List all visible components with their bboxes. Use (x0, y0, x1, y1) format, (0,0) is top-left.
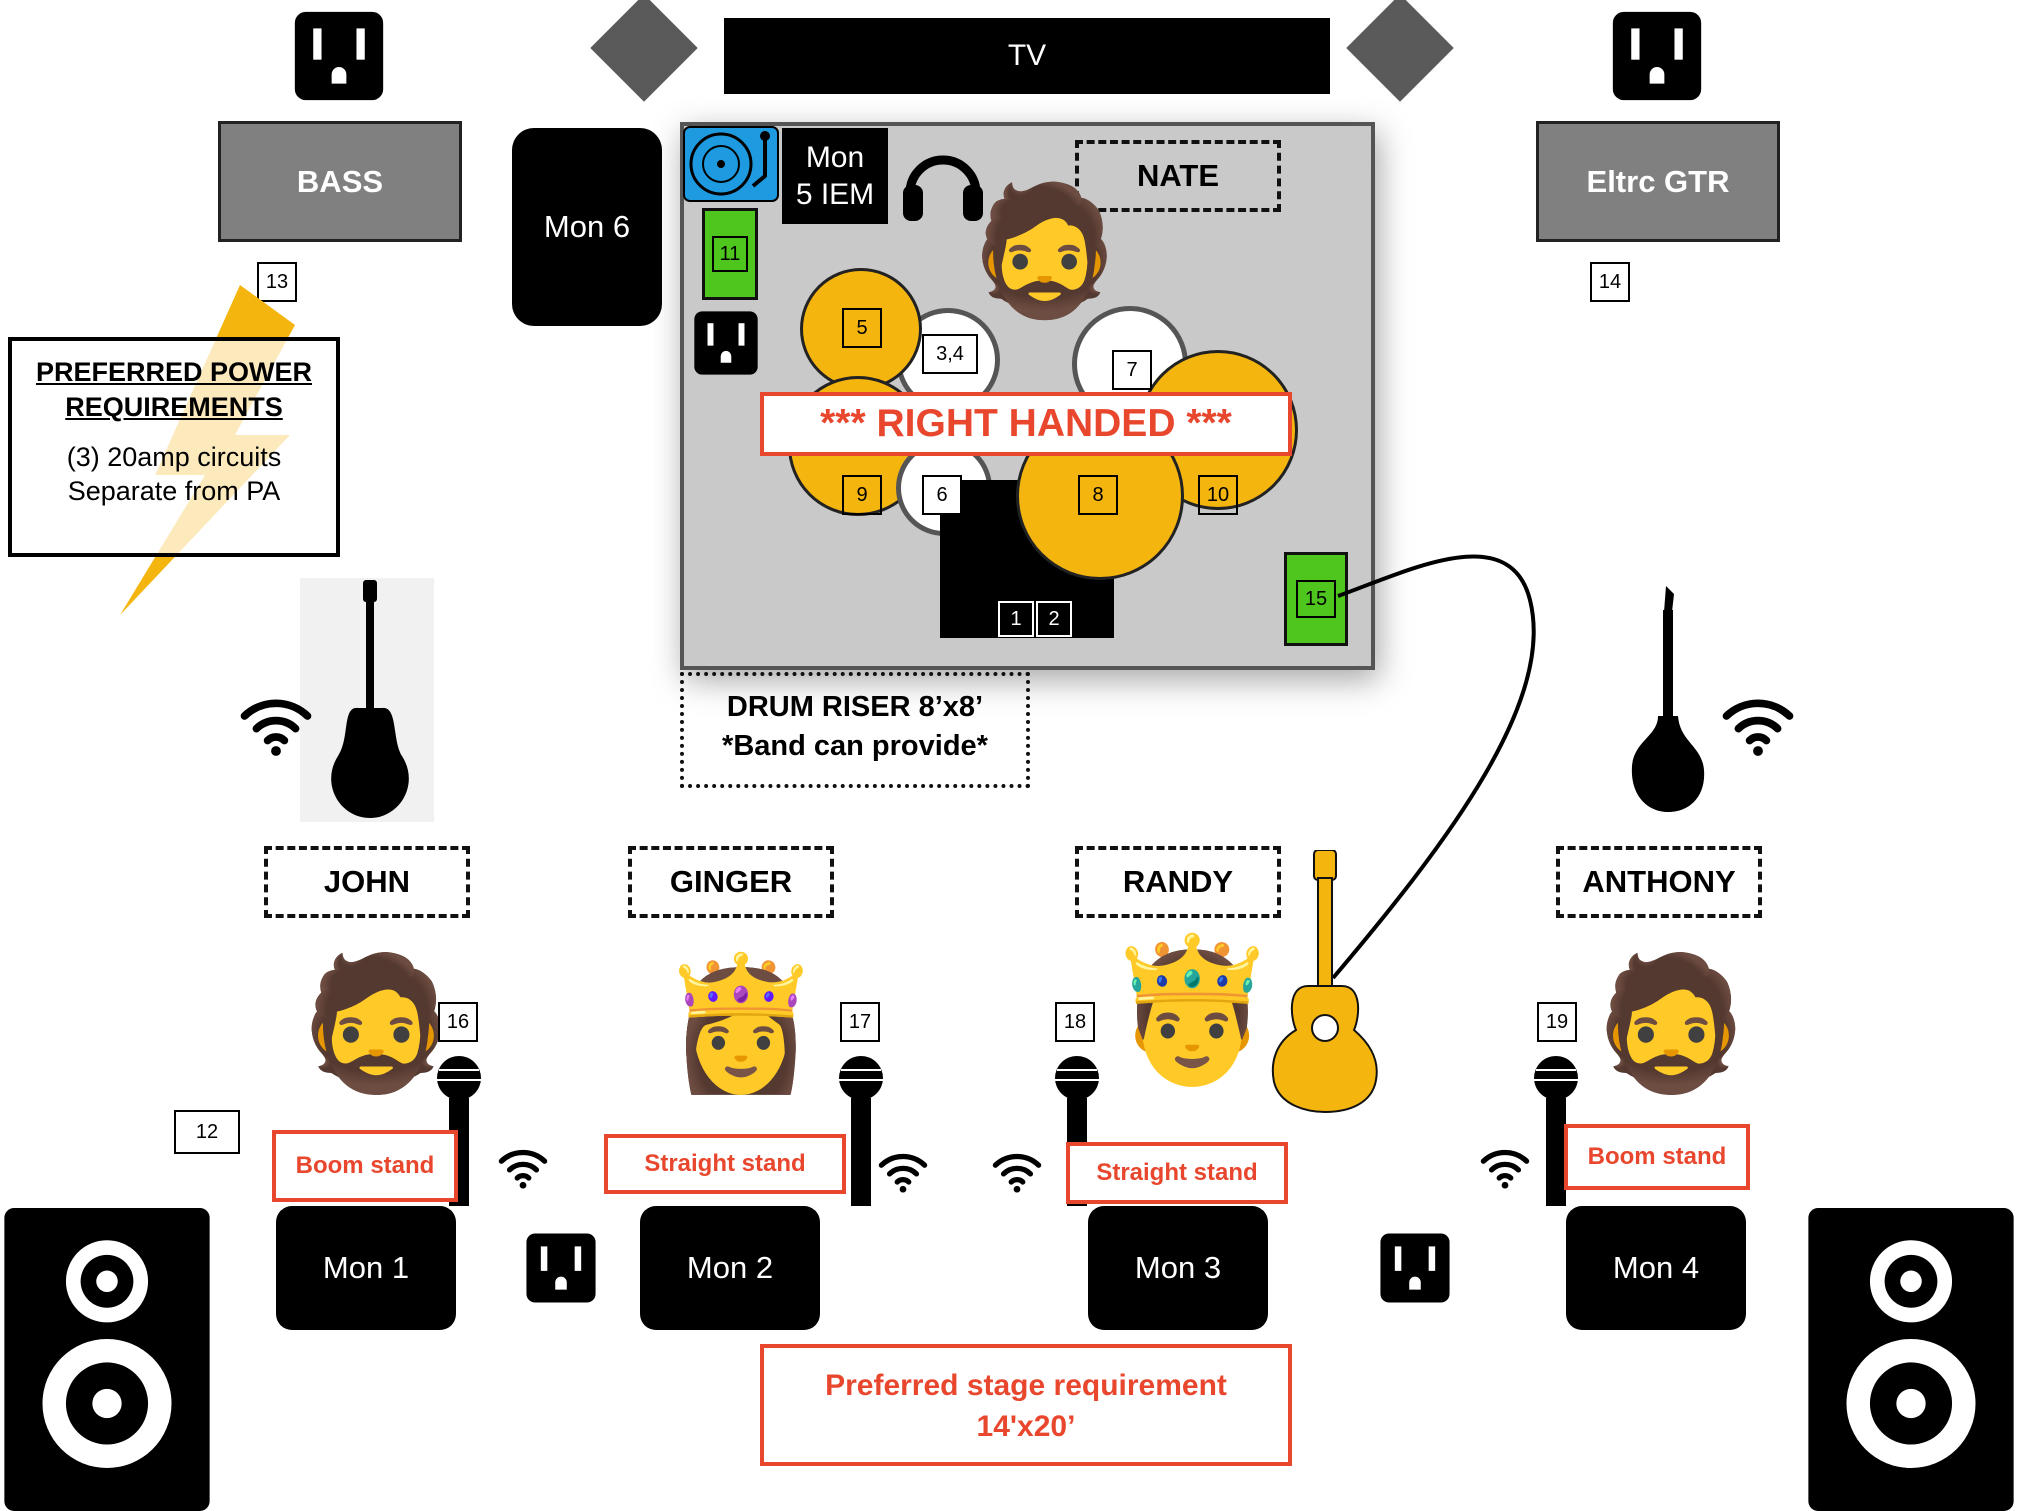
acoustic-guitar-icon (1271, 850, 1378, 1114)
channel-8: 8 (1078, 475, 1118, 515)
stage-requirement-line1: Preferred stage requirement (825, 1369, 1227, 1402)
stand-label: Boom stand (1587, 1143, 1727, 1170)
wifi-icon (986, 1146, 1048, 1194)
stand-label-anthony: Boom stand (1564, 1124, 1750, 1190)
wifi-icon (492, 1142, 554, 1190)
turntable-icon (683, 126, 779, 202)
channel-16: 16 (438, 1002, 478, 1042)
monitor-2: Mon 2 (640, 1206, 820, 1330)
monitor-1: Mon 1 (276, 1206, 456, 1330)
outlet-icon (1606, 10, 1708, 102)
bass-guitar-icon (331, 580, 409, 818)
outlet-icon (288, 10, 390, 102)
channel-11: 11 (712, 236, 748, 272)
outlet-icon (1376, 1232, 1454, 1304)
channel-12: 12 (174, 1110, 240, 1154)
stand-label-ginger: Straight stand (604, 1134, 846, 1194)
channel-14: 14 (1590, 262, 1630, 302)
power-requirements-box: PREFERRED POWER REQUIREMENTS (3) 20amp c… (8, 337, 340, 557)
monitor-5-line2: 5 IEM (795, 178, 875, 211)
bass-amp-label: BASS (296, 163, 384, 199)
member-name-john: JOHN (264, 846, 470, 918)
monitor-6: Mon 6 (512, 128, 662, 326)
speaker-icon (2, 1208, 212, 1511)
drum-riser-size: DRUM RISER 8’x8’ (726, 691, 984, 723)
right-handed-label: *** RIGHT HANDED *** (820, 402, 1232, 445)
member-avatar-ginger: 👸 (660, 950, 822, 1096)
member-name-label: ANTHONY (1582, 864, 1736, 899)
cable-line (1331, 554, 1536, 980)
electric-guitar-icon (1631, 586, 1705, 812)
headphones-icon (903, 155, 983, 221)
channel-19: 19 (1537, 1002, 1577, 1042)
channel-7: 7 (1112, 350, 1152, 390)
power-title-line1: PREFERRED POWER (35, 357, 313, 387)
channel-13: 13 (257, 262, 297, 302)
member-avatar-john: 🧔 (295, 950, 457, 1096)
power-title-line2: REQUIREMENTS (65, 392, 283, 423)
stand-label: Straight stand (644, 1150, 806, 1177)
channel-2: 2 (1036, 601, 1072, 637)
drummer-avatar: 🧔 (966, 180, 1123, 321)
monitor-4: Mon 4 (1566, 1206, 1746, 1330)
stand-label-john: Boom stand (272, 1130, 458, 1202)
member-avatar-anthony: 🧔 (1590, 950, 1752, 1096)
bass-amp: BASS (218, 121, 462, 242)
stage-requirement-box: Preferred stage requirement 14'x20’ (760, 1344, 1292, 1466)
drummer-name-label: NATE (1136, 158, 1220, 193)
guitar-amp-label: Eltrc GTR (1586, 163, 1730, 199)
monitor-4-label: Mon 4 (1612, 1249, 1700, 1285)
monitor-2-label: Mon 2 (686, 1249, 774, 1285)
channel-1: 1 (998, 601, 1034, 637)
light-right-icon (1346, 0, 1454, 102)
monitor-1-label: Mon 1 (322, 1249, 410, 1285)
outlet-icon (688, 310, 764, 376)
member-name-anthony: ANTHONY (1556, 846, 1762, 918)
light-left-icon (590, 0, 698, 102)
outlet-icon (522, 1232, 600, 1304)
stand-label: Boom stand (295, 1152, 435, 1179)
tv: TV (724, 18, 1330, 94)
guitar-amp: Eltrc GTR (1536, 121, 1780, 242)
channel-6: 6 (922, 475, 962, 515)
drum-riser-note: *Band can provide* (722, 730, 988, 763)
monitor-6-label: Mon 6 (543, 208, 631, 244)
drum-riser-caption: DRUM RISER 8’x8’ *Band can provide* (680, 672, 1030, 788)
channel-9: 9 (842, 475, 882, 515)
channel-10: 10 (1198, 475, 1238, 515)
wifi-icon (1710, 688, 1806, 758)
member-avatar-randy: 🤴 (1105, 931, 1280, 1088)
channel-5: 5 (842, 308, 882, 348)
power-line1: (3) 20amp circuits (66, 442, 282, 473)
speaker-icon (1806, 1208, 2016, 1511)
monitor-3-label: Mon 3 (1134, 1249, 1222, 1285)
wifi-icon (1474, 1142, 1536, 1190)
tv-label: TV (1007, 39, 1047, 72)
monitor-3: Mon 3 (1088, 1206, 1268, 1330)
cymbal-5 (800, 268, 922, 390)
monitor-5-line1: Mon (805, 140, 865, 174)
power-line2: Separate from PA (67, 475, 281, 506)
channel-3-4: 3,4 (922, 334, 978, 374)
channel-15: 15 (1296, 580, 1336, 618)
member-name-randy: RANDY (1075, 846, 1281, 918)
drummer-name: NATE (1075, 140, 1281, 212)
stage-requirement-line2: 14'x20’ (976, 1409, 1076, 1443)
member-name-label: JOHN (323, 864, 411, 899)
member-name-label: RANDY (1122, 864, 1234, 899)
member-name-ginger: GINGER (628, 846, 834, 918)
channel-17: 17 (840, 1002, 880, 1042)
right-handed-warning: *** RIGHT HANDED *** (760, 392, 1292, 456)
stand-label: Straight stand (1096, 1159, 1258, 1186)
wifi-icon (228, 688, 324, 758)
monitor-5-iem: Mon 5 IEM (782, 128, 888, 224)
channel-18: 18 (1055, 1002, 1095, 1042)
member-name-label: GINGER (669, 864, 793, 899)
pedal-15 (1284, 552, 1348, 646)
stand-label-randy: Straight stand (1066, 1142, 1288, 1204)
pedal-11 (702, 208, 758, 300)
